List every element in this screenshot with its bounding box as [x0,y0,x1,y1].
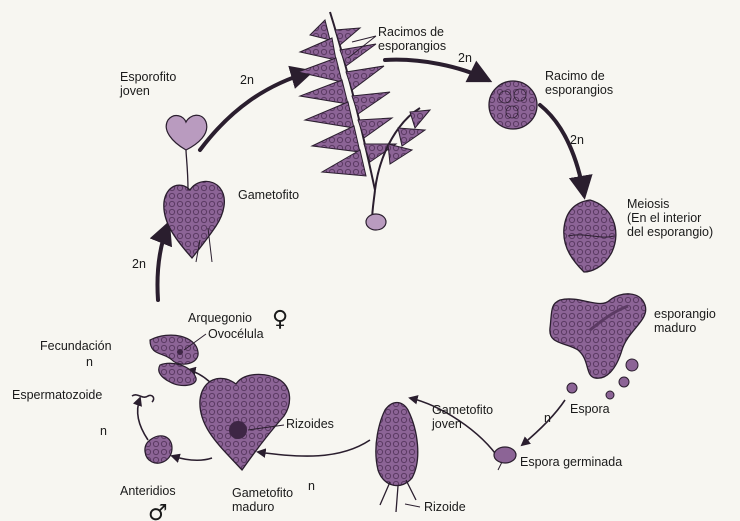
meiosis-sporangium-illustration [564,200,616,272]
gametophyte-with-sporophyte-illustration [164,115,225,262]
arrow-young-sporophyte-to-fern [200,72,310,150]
label-espermatozoide: Espermatozoide [12,388,102,402]
label-gametofito: Gametofito [238,188,299,202]
label-anteridios: Anteridios [120,484,176,498]
label-meiosis-1: Meiosis [627,197,669,211]
ploidy-label-top-left: 2n [240,73,254,87]
sporangia-cluster-illustration [489,81,537,129]
label-fecundacion: Fecundación [40,339,112,353]
label-esporangio-maduro-2: maduro [654,321,696,335]
label-racimo-esporangios-2: esporangios [545,83,613,97]
ploidy-label-left: 2n [132,257,146,271]
label-arquegonio: Arquegonio [188,311,252,325]
label-racimos-esporangios-1: Racimos de [378,25,444,39]
label-ovocelula: Ovocélula [208,327,264,341]
mature-gametophyte-illustration [200,374,290,470]
sperm-illustration [132,395,154,402]
arrow-fern-to-cluster [385,60,488,80]
ploidy-label-bottom-center: n [308,479,315,493]
ploidy-label-bottom-right: n [544,411,551,425]
arrow-antheridia-to-sperm [138,398,148,440]
ploidy-label-left-lower: n [100,424,107,438]
label-gametofito-joven-bottom-2: joven [431,417,462,431]
ploidy-label-left-upper: n [86,355,93,369]
label-espora-germinada: Espora germinada [520,455,622,469]
female-symbol: ♀ [272,307,288,332]
germinated-spore-illustration [494,447,516,470]
label-meiosis-2: (En el interior [627,211,701,225]
label-esporangio-maduro-1: esporangio [654,307,716,321]
label-meiosis-3: del esporangio) [627,225,713,239]
label-esporofito-joven-2: joven [119,84,150,98]
label-esporofito-joven-1: Esporofito [120,70,176,84]
label-gametofito-joven-bottom-1: Gametofito [432,403,493,417]
male-symbol: ♂ [148,501,168,521]
mature-sporangium-illustration [550,294,646,399]
label-racimos-esporangios-2: esporangios [378,39,446,53]
arrow-cluster-to-meiosis [540,105,584,195]
ploidy-label-right: 2n [570,133,584,147]
label-gametofito-maduro-1: Gametofito [232,486,293,500]
label-rizoide: Rizoide [424,500,466,514]
archegonium-illustration [150,335,198,385]
arrow-young-to-mature-gametophyte [258,440,370,456]
label-espora: Espora [570,402,610,416]
young-gametophyte-illustration [376,403,418,513]
label-gametofito-maduro-2: maduro [232,500,274,514]
arrow-gametophyte-to-young-sporophyte [157,225,168,300]
label-racimo-esporangios-1: Racimo de [545,69,605,83]
antheridia-illustration [145,436,172,463]
label-rizoides: Rizoides [286,417,334,431]
arrow-mature-to-antheridia [172,456,212,460]
ploidy-label-top-right: 2n [458,51,472,65]
